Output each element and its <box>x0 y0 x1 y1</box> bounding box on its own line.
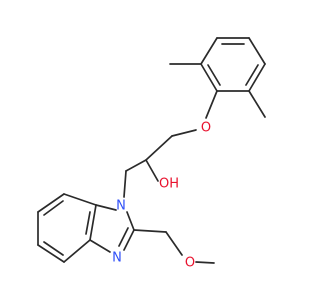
bond <box>63 239 91 263</box>
bond <box>205 90 218 119</box>
double-bond <box>245 64 259 86</box>
bond <box>195 261 215 264</box>
benzimidazole-n1-label: N <box>116 199 126 214</box>
bond <box>200 37 218 65</box>
benzene-ring <box>37 193 97 263</box>
bond <box>126 211 135 231</box>
benzimidazole-n3-label: N <box>112 251 122 266</box>
methoxy-oxygen-label: O <box>185 256 195 271</box>
bond <box>37 244 65 263</box>
ether-oxygen-label: O <box>201 121 211 136</box>
bond <box>125 159 147 172</box>
bond <box>248 63 266 92</box>
bond <box>145 159 159 182</box>
bond <box>165 231 183 256</box>
methyl-bond-right <box>248 90 266 118</box>
molecule-structure: O OH N N O <box>37 37 266 271</box>
bond <box>123 229 135 251</box>
bond <box>89 239 111 253</box>
bond <box>200 63 218 92</box>
bond <box>37 193 65 213</box>
hydroxyl-label: OH <box>159 177 179 192</box>
bond <box>63 193 97 206</box>
double-bond <box>43 200 64 216</box>
double-bond <box>85 211 91 235</box>
dimethylphenyl-ring <box>200 37 266 92</box>
bond <box>248 37 266 65</box>
double-bond <box>207 64 221 86</box>
bond <box>133 229 167 233</box>
imidazole-ring <box>89 204 135 253</box>
double-bond <box>43 241 64 256</box>
bond <box>123 170 127 198</box>
bond <box>171 129 197 137</box>
double-bond <box>118 227 129 247</box>
bond <box>89 204 97 241</box>
bond <box>95 204 117 211</box>
bond <box>145 135 173 161</box>
